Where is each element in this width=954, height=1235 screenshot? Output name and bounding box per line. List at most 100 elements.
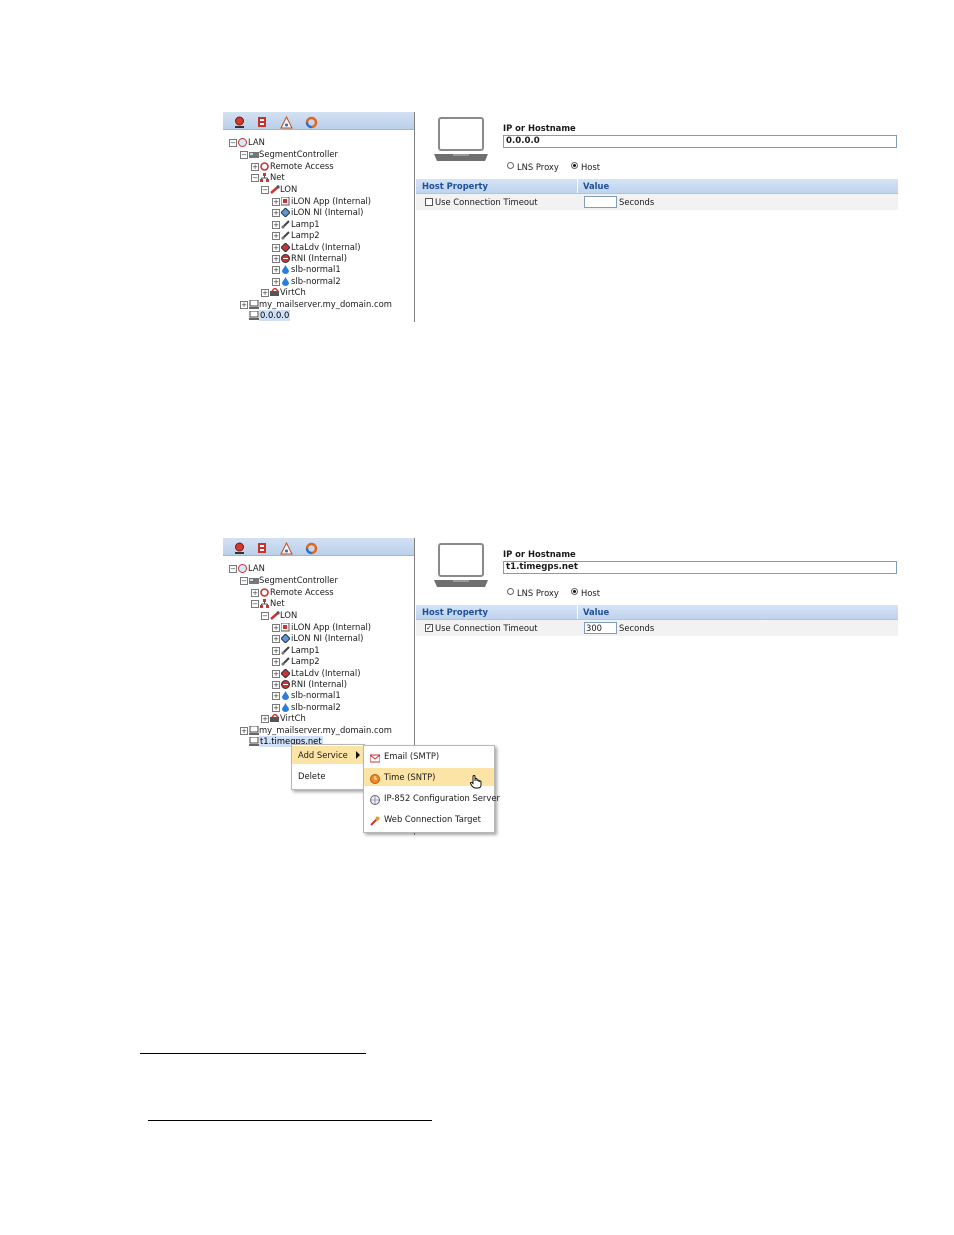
expand-icon[interactable]: + — [272, 198, 280, 206]
expand-icon[interactable]: + — [251, 163, 259, 171]
ldv-device-icon — [280, 242, 291, 253]
expand-icon[interactable]: + — [272, 704, 280, 712]
tree-node-label: RNI (Internal) — [291, 253, 348, 263]
expand-icon[interactable]: + — [272, 266, 280, 274]
collapse-icon[interactable]: − — [229, 139, 237, 147]
collapse-icon[interactable]: − — [240, 577, 248, 585]
time-sntp-menu-item[interactable]: Time (SNTP) — [364, 768, 494, 789]
expand-icon[interactable]: + — [272, 278, 280, 286]
collapse-icon[interactable]: − — [229, 565, 237, 573]
refresh-icon[interactable] — [305, 540, 318, 555]
timeout-checkbox[interactable] — [425, 198, 433, 206]
lns-proxy-label: LNS Proxy — [517, 588, 559, 598]
expand-icon[interactable]: + — [272, 647, 280, 655]
panel-divider[interactable] — [414, 538, 415, 835]
collapse-icon[interactable]: − — [261, 612, 269, 620]
hand-cursor-icon — [470, 775, 482, 795]
column-header-value[interactable]: Value — [583, 181, 610, 191]
table-row: Use Connection Timeout Seconds — [416, 194, 898, 210]
expand-icon[interactable]: + — [272, 244, 280, 252]
collapse-icon[interactable]: − — [240, 151, 248, 159]
configuration-panel-after: − LAN − SegmentController + Remote Acces… — [223, 538, 899, 835]
expand-icon[interactable]: + — [272, 635, 280, 643]
collapse-icon[interactable]: − — [261, 186, 269, 194]
timeout-unit: Seconds — [619, 623, 655, 633]
host-property-grid-header: Host Property Value — [416, 605, 898, 620]
expand-icon[interactable]: + — [272, 658, 280, 666]
lon-icon — [270, 611, 280, 620]
expand-icon[interactable]: + — [272, 692, 280, 700]
radio-icon[interactable] — [507, 162, 514, 169]
column-separator — [577, 179, 578, 193]
lamp-icon — [281, 231, 290, 240]
collapse-icon[interactable]: − — [251, 174, 259, 182]
ip852-label: IP-852 Configuration Server — [384, 793, 500, 803]
laptop-icon — [434, 117, 488, 161]
remote-access-icon — [260, 588, 269, 597]
delete-label: Delete — [298, 771, 326, 781]
expand-icon[interactable]: + — [272, 232, 280, 240]
alarm-icon[interactable] — [280, 540, 293, 555]
refresh-icon[interactable] — [305, 114, 318, 129]
lns-proxy-radio[interactable]: LNS Proxy — [507, 588, 559, 598]
lns-proxy-label: LNS Proxy — [517, 162, 559, 172]
configuration-panel-before: − LAN − SegmentController + Remote Acces… — [223, 112, 899, 322]
radio-icon[interactable] — [507, 588, 514, 595]
ip852-menu-item[interactable]: IP-852 Configuration Server — [364, 789, 500, 807]
timeout-checkbox[interactable]: ✓ — [425, 624, 433, 632]
ip-hostname-input[interactable]: t1.timegps.net — [503, 561, 897, 574]
network-icon[interactable] — [233, 540, 246, 554]
expand-icon[interactable]: + — [261, 715, 269, 723]
expand-icon[interactable]: + — [272, 209, 280, 217]
column-header-property[interactable]: Host Property — [422, 181, 488, 191]
expand-icon[interactable]: + — [261, 289, 269, 297]
expand-icon[interactable]: + — [272, 624, 280, 632]
laptop-icon — [249, 725, 259, 735]
controller-icon[interactable] — [256, 114, 269, 127]
tree-node-label: SegmentController — [259, 575, 338, 585]
host-radio[interactable]: Host — [571, 588, 600, 598]
expand-icon[interactable]: + — [272, 221, 280, 229]
add-service-menu-item[interactable]: Add Service — [292, 746, 364, 764]
time-label: Time (SNTP) — [384, 772, 436, 782]
column-header-value[interactable]: Value — [583, 607, 610, 617]
column-header-property[interactable]: Host Property — [422, 607, 488, 617]
expand-icon[interactable]: + — [272, 681, 280, 689]
panel-divider[interactable] — [414, 112, 415, 322]
expand-icon[interactable]: + — [272, 670, 280, 678]
timeout-value-input[interactable]: 300 — [584, 622, 617, 634]
email-icon — [369, 751, 381, 769]
submenu-arrow-icon — [356, 751, 360, 759]
expand-icon[interactable]: + — [240, 727, 248, 735]
timeout-label: Use Connection Timeout — [435, 197, 538, 207]
network-icon[interactable] — [233, 114, 246, 128]
net-icon — [260, 599, 269, 608]
tree-node-label: RNI (Internal) — [291, 679, 348, 689]
globe-icon — [238, 564, 247, 573]
web-target-label: Web Connection Target — [384, 814, 481, 824]
controller-icon[interactable] — [256, 540, 269, 553]
expand-icon[interactable]: + — [240, 301, 248, 309]
lns-proxy-radio[interactable]: LNS Proxy — [507, 162, 559, 172]
tree-toolbar — [223, 112, 414, 130]
expand-icon[interactable]: + — [251, 589, 259, 597]
delete-menu-item[interactable]: Delete — [292, 767, 364, 785]
host-radio[interactable]: Host — [571, 162, 600, 172]
collapse-icon[interactable]: − — [251, 600, 259, 608]
email-smtp-menu-item[interactable]: Email (SMTP) — [364, 747, 494, 765]
alarm-icon[interactable] — [280, 114, 293, 129]
tree-node-label: Lamp2 — [291, 230, 320, 240]
ip-hostname-input[interactable]: 0.0.0.0 — [503, 135, 897, 148]
tree-node-label: LAN — [248, 563, 265, 573]
lamp-icon — [281, 220, 290, 229]
web-connection-target-menu-item[interactable]: Web Connection Target — [364, 810, 494, 828]
tree-node-label: my_mailserver.my_domain.com — [259, 725, 392, 735]
app-device-icon — [280, 196, 290, 206]
radio-selected-icon[interactable] — [571, 588, 578, 595]
water-drop-icon — [281, 277, 290, 286]
expand-icon[interactable]: + — [272, 255, 280, 263]
column-separator — [577, 605, 578, 619]
timeout-value-input[interactable] — [584, 196, 617, 208]
radio-selected-icon[interactable] — [571, 162, 578, 169]
lamp-icon — [281, 657, 290, 666]
